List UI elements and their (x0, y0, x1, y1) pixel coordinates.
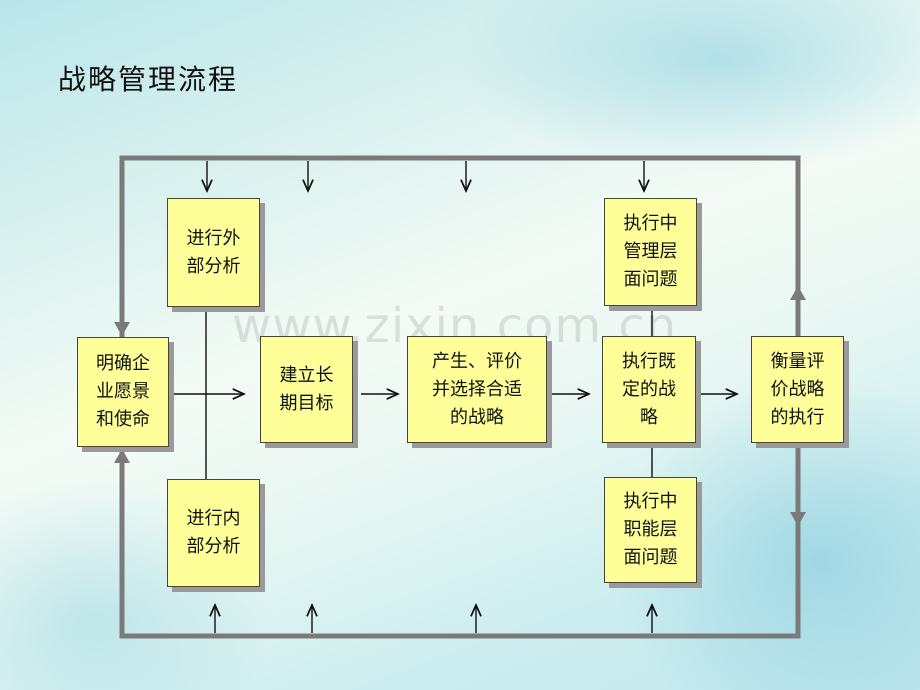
loop-arrow-right-up-icon (790, 286, 806, 300)
box-evaluate-strategy: 衡量评 价战略 的执行 (751, 336, 844, 443)
box-execute-strategy: 执行既 定的战 略 (602, 336, 696, 443)
box-external-analysis: 进行外 部分析 (167, 198, 260, 307)
box-generate-choose-strategy: 产生、评价 并选择合适 的战略 (407, 336, 547, 443)
loop-arrow-down-icon (114, 322, 130, 336)
page-title: 战略管理流程 (58, 63, 239, 96)
box-mission: 明确企 业愿景 和使命 (77, 337, 169, 447)
box-internal-analysis: 进行内 部分析 (167, 479, 260, 587)
box-functional-issues: 执行中 职能层 面问题 (604, 477, 697, 583)
top-arrows (207, 161, 644, 191)
loop-arrow-up-icon (114, 449, 130, 463)
box-management-issues: 执行中 管理层 面问题 (604, 198, 697, 306)
box-long-term-objectives: 建立长 期目标 (260, 336, 353, 443)
bottom-arrows (215, 605, 652, 633)
loop-arrow-right-down-icon (790, 512, 806, 526)
